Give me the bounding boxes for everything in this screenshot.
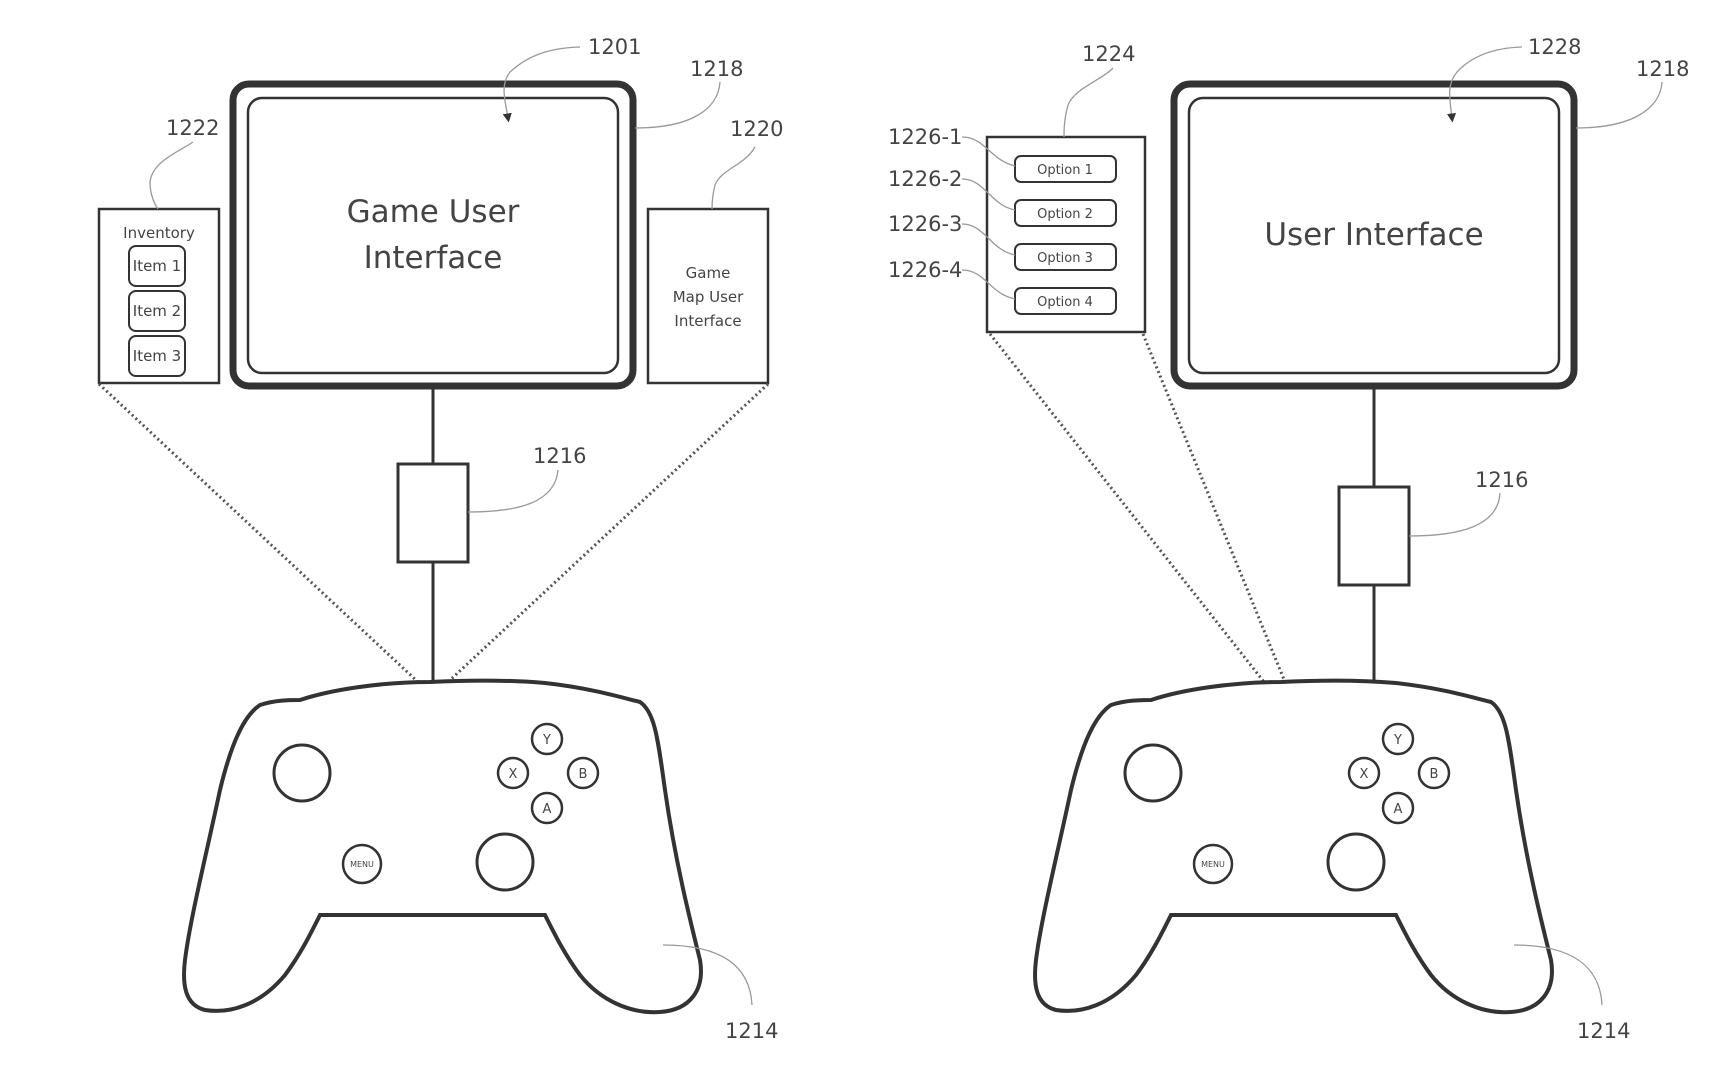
left-device-leader	[467, 469, 559, 513]
left-figure: Game User Interface 1201 1218 Inventory …	[97, 35, 783, 1043]
right-ref-display: 1218	[1636, 57, 1689, 81]
left-left-stick	[272, 743, 332, 803]
left-ref-interface: 1201	[588, 35, 641, 59]
right-a-label: A	[1394, 802, 1403, 817]
option-1-label: Option 1	[1037, 163, 1093, 178]
left-ref-device: 1216	[533, 444, 586, 468]
right-y-button	[1381, 722, 1415, 756]
right-a-button	[1381, 791, 1415, 825]
right-ref-interface: 1228	[1528, 35, 1581, 59]
left-interface-leader	[502, 46, 581, 123]
left-right-stick	[475, 832, 535, 892]
left-display-inner	[246, 96, 620, 375]
right-display-inner	[1187, 96, 1561, 375]
inventory-item-1-box	[128, 245, 186, 287]
option-2-leader	[961, 178, 1016, 211]
right-projection-line-1	[988, 333, 1266, 683]
option-3: Option 3 1226-3	[888, 212, 1117, 271]
left-y-label: Y	[542, 733, 551, 748]
option-4-ref: 1226-4	[888, 258, 962, 282]
left-display-leader	[634, 81, 721, 129]
option-2-ref: 1226-2	[888, 167, 962, 191]
option-4-box	[1014, 287, 1117, 315]
left-x-label: X	[509, 767, 518, 782]
left-device	[396, 462, 470, 564]
map-panel-line-1: Game	[686, 264, 731, 282]
right-y-label: Y	[1393, 733, 1402, 748]
inventory-item-3-box	[128, 335, 186, 377]
option-3-box	[1014, 243, 1117, 271]
left-ref-map-panel: 1220	[730, 117, 783, 141]
left-x-button	[496, 756, 530, 790]
option-4: Option 4 1226-4	[888, 258, 1117, 315]
option-4-leader	[961, 269, 1016, 300]
right-device-leader	[1408, 492, 1501, 537]
left-projection-line-2	[446, 382, 770, 684]
left-b-button	[566, 756, 600, 790]
right-b-button	[1417, 756, 1451, 790]
left-b-label: B	[579, 767, 588, 782]
inventory-panel	[97, 207, 221, 385]
right-menu-label: MENU	[1201, 860, 1225, 869]
option-3-ref: 1226-3	[888, 212, 962, 236]
left-controller: MENU Y X B A	[182, 678, 703, 1015]
option-3-leader	[961, 223, 1016, 256]
left-a-label: A	[543, 802, 552, 817]
map-panel-leader	[711, 146, 756, 210]
option-3-label: Option 3	[1037, 251, 1093, 266]
left-y-button	[530, 722, 564, 756]
left-display-outer	[229, 80, 637, 390]
right-figure: User Interface 1228 1218 1224 Option 1 1…	[888, 35, 1689, 1043]
right-ref-option-panel: 1224	[1082, 42, 1135, 66]
inventory-item-2-box	[128, 290, 186, 332]
option-1-ref: 1226-1	[888, 125, 962, 149]
inventory-item-1: Item 1	[133, 257, 181, 275]
right-interface-leader	[1446, 46, 1523, 123]
right-menu-button	[1192, 843, 1234, 885]
left-main-screen-line-2: Interface	[364, 240, 503, 276]
left-ref-controller: 1214	[725, 1019, 778, 1043]
right-ref-device: 1216	[1475, 468, 1528, 492]
option-panel-leader	[1063, 67, 1114, 138]
left-menu-label: MENU	[350, 860, 374, 869]
left-a-button	[530, 791, 564, 825]
option-1-leader	[961, 136, 1016, 167]
option-1-box	[1014, 155, 1117, 183]
option-1: Option 1 1226-1	[888, 125, 1117, 183]
right-x-button	[1347, 756, 1381, 790]
left-ref-inventory: 1222	[166, 116, 219, 140]
map-panel-line-2: Map User	[673, 288, 744, 306]
left-ref-display: 1218	[690, 57, 743, 81]
inventory-item-3: Item 3	[133, 347, 181, 365]
left-menu-button	[341, 843, 383, 885]
inventory-leader	[149, 141, 194, 210]
map-panel	[646, 207, 770, 385]
right-controller: MENU Y X B A	[1033, 678, 1554, 1015]
option-2-label: Option 2	[1037, 207, 1093, 222]
right-right-stick	[1326, 832, 1386, 892]
right-left-stick	[1123, 743, 1183, 803]
left-controller-leader	[662, 944, 753, 1006]
right-device	[1337, 485, 1411, 587]
option-panel	[985, 135, 1147, 334]
right-b-label: B	[1430, 767, 1439, 782]
right-display-leader	[1575, 81, 1663, 129]
option-2-box	[1014, 199, 1117, 227]
left-projection-line-1	[97, 382, 420, 684]
right-controller-leader	[1513, 944, 1603, 1006]
left-main-screen-line-1: Game User	[347, 194, 520, 230]
inventory-title: Inventory	[123, 224, 195, 242]
map-panel-line-3: Interface	[674, 312, 741, 330]
right-ref-controller: 1214	[1577, 1019, 1630, 1043]
option-4-label: Option 4	[1037, 295, 1093, 310]
right-x-label: X	[1360, 767, 1369, 782]
right-main-screen-text: User Interface	[1264, 217, 1483, 253]
option-2: Option 2 1226-2	[888, 167, 1117, 227]
inventory-item-2: Item 2	[133, 302, 181, 320]
